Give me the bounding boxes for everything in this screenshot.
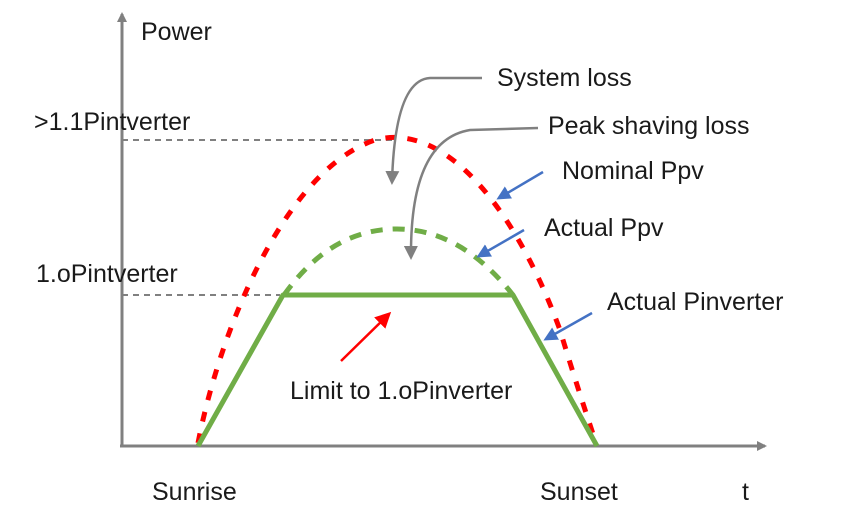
level-low-label: 1.oPintverter xyxy=(36,260,178,288)
nominal-ppv-label: Nominal Ppv xyxy=(562,157,704,185)
nominal-ppv-curve xyxy=(195,135,599,444)
system-loss-arrow xyxy=(385,76,482,185)
actual-ppv-arrow xyxy=(476,228,525,258)
limit-label: Limit to 1.oPinverter xyxy=(290,377,513,405)
sunset-label: Sunset xyxy=(540,478,618,506)
actual-ppv-label: Actual Ppv xyxy=(544,214,664,242)
actual-pinverter-label: Actual Pinverter xyxy=(607,288,784,316)
actual-pinverter-arrow xyxy=(543,311,593,341)
sunrise-label: Sunrise xyxy=(152,478,237,506)
level-high-label: >1.1Pintverter xyxy=(34,108,191,136)
actual-pinverter-curve xyxy=(195,292,600,448)
y-axis-label: Power xyxy=(141,18,212,46)
limit-arrow xyxy=(340,311,392,362)
peak-shaving-loss-label: Peak shaving loss xyxy=(548,112,750,140)
actual-ppv-curve xyxy=(281,226,515,297)
nominal-ppv-arrow xyxy=(496,170,544,200)
x-axis-label: t xyxy=(742,478,749,506)
peak-shaving-loss-arrow xyxy=(403,126,539,260)
system-loss-label: System loss xyxy=(497,64,632,92)
